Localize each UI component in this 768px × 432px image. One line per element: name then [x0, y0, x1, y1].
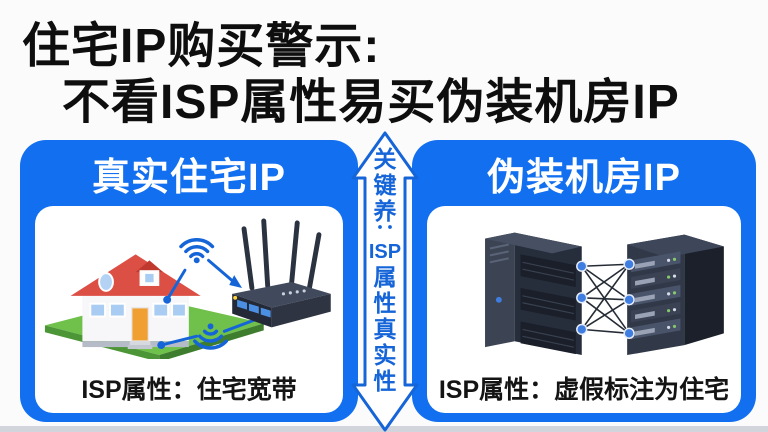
- arrowhead-icon: [229, 275, 243, 288]
- arrow-char: 真: [373, 316, 397, 342]
- panel-left-header: 真实住宅IP: [92, 156, 286, 199]
- arrow-char-colon: ：: [374, 222, 396, 242]
- double-headed-arrow-icon: [351, 131, 419, 432]
- arrow-char: 键: [373, 172, 397, 198]
- arrow-char: 性: [373, 368, 397, 394]
- arrow-char: 养: [373, 198, 397, 224]
- connection-line-top: [165, 258, 238, 302]
- panel-fake-datacenter-ip: 伪装机房IP: [412, 140, 756, 422]
- arrow-char: 属: [373, 264, 397, 290]
- page-title-line1: 住宅IP购买警示:: [22, 20, 381, 73]
- house-icon: [70, 254, 201, 350]
- panel-right-isp-label: ISP属性：虚假标注为住宅: [438, 376, 730, 404]
- server-mesh-illustration: [485, 232, 725, 356]
- arrow-char: 关: [373, 146, 397, 172]
- panel-left-content: ISP属性：住宅宽带: [35, 206, 343, 413]
- arrow-char: 性: [373, 290, 397, 316]
- key-factor-vertical-text: 关 键 养 ： ISP 属 性 真 实 性: [351, 131, 419, 432]
- panel-real-residential-ip: 真实住宅IP: [20, 140, 358, 422]
- arrow-char: 实: [373, 342, 397, 368]
- key-factor-arrow: 关 键 养 ： ISP 属 性 真 实 性: [351, 131, 419, 432]
- panel-right-content: ISP属性：虚假标注为住宅: [427, 206, 741, 413]
- router-icon: [232, 218, 331, 328]
- page-title-line2: 不看ISP属性易买伪装机房IP: [62, 76, 680, 129]
- panel-right-header: 伪装机房IP: [487, 156, 681, 199]
- panel-left-isp-label: ISP属性：住宅宽带: [81, 376, 297, 404]
- arrow-char-isp: ISP: [368, 241, 402, 263]
- house-router-illustration: [45, 218, 331, 359]
- server-rack-right-icon: [627, 234, 725, 356]
- wifi-icon: [179, 238, 215, 259]
- wifi-icon-inverted: [193, 329, 229, 350]
- mesh-links: [581, 263, 631, 335]
- server-tower-left-icon: [485, 232, 583, 356]
- link-nodes: [576, 258, 636, 340]
